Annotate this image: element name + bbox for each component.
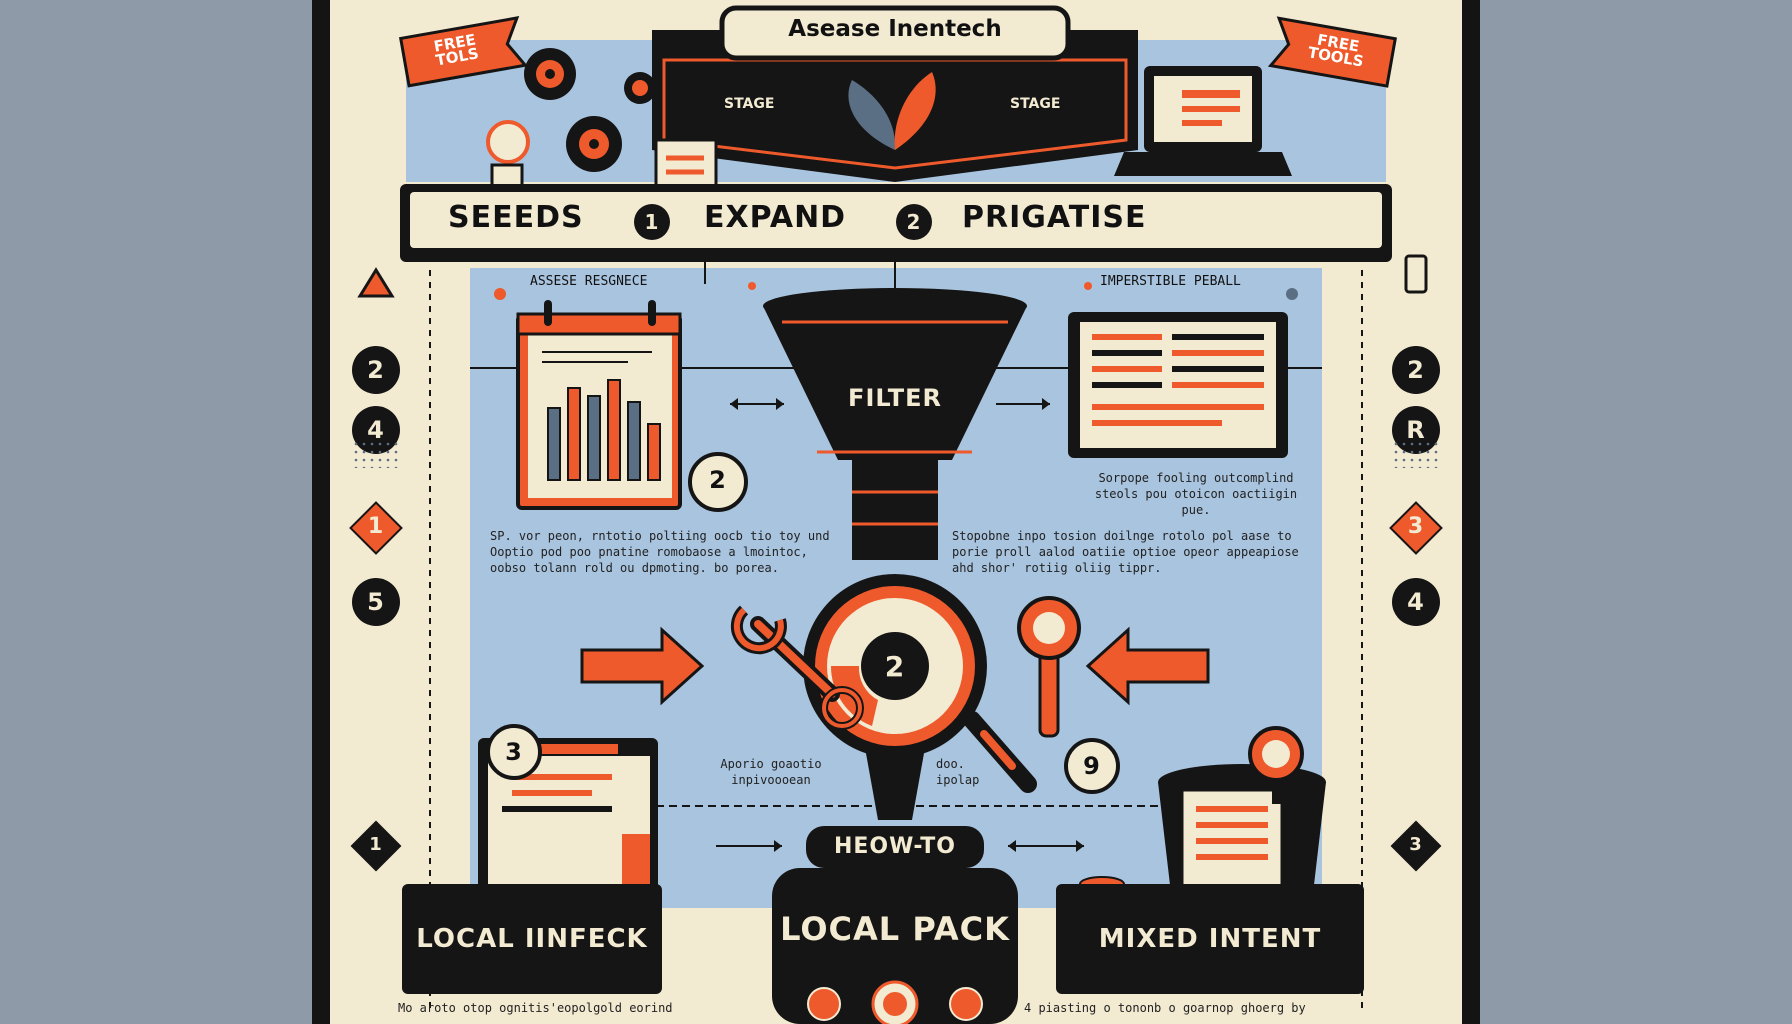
- leaf-icon: [848, 72, 936, 150]
- document-icon: [654, 138, 718, 194]
- mixed-intent-box: [1056, 884, 1364, 994]
- right-rail-badge: [1390, 820, 1442, 872]
- card-3-number: 3: [505, 738, 523, 766]
- filter-funnel: [763, 288, 1027, 820]
- stage-label-left: STAGE: [724, 96, 775, 112]
- wrench-icon: [730, 605, 912, 730]
- browser-card: [478, 738, 658, 898]
- stage-label-right: STAGE: [1010, 96, 1061, 112]
- left-rail-number: 1: [369, 834, 383, 855]
- stage-step-1: 1: [634, 204, 670, 240]
- header-title: Asease Inentech: [788, 16, 1002, 42]
- magnifier-icon: [1017, 596, 1081, 738]
- right-rail-number: R: [1406, 416, 1426, 444]
- left-rail-badge: [352, 578, 400, 626]
- left-rail-badge: [352, 346, 400, 394]
- left-rail-number: 4: [367, 416, 385, 444]
- local-pack-label: LOCAL PACK: [780, 910, 1010, 948]
- free-tools-ribbon-left: [398, 16, 529, 88]
- left-rail-number: 1: [367, 514, 385, 539]
- right-rail-badge: [1392, 578, 1440, 626]
- left-rail-number: 2: [367, 356, 385, 384]
- phone-icon: [1404, 254, 1428, 294]
- left-heading: ASSESE RESGNECE: [530, 274, 648, 289]
- right-body-text: Stopobne inpo tosion doilnge rotolo pol …: [952, 529, 1299, 575]
- arrow-left-icon: [1085, 626, 1210, 706]
- stage-step-2: 2: [896, 204, 932, 240]
- local-infeck-label: LOCAL IINFECK: [416, 924, 648, 954]
- left-badge-number: 2: [709, 466, 727, 494]
- title-banner: [719, 5, 1071, 61]
- gauge-magnifier: [803, 574, 1037, 793]
- right-rail-number: 4: [1407, 588, 1425, 616]
- bucket-icon: [1158, 726, 1326, 902]
- stage-expand: EXPAND: [704, 200, 847, 235]
- arrow-up-icon: [357, 267, 395, 298]
- right-rail-badge: [1392, 346, 1440, 394]
- right-rail-number: 2: [1407, 356, 1425, 384]
- illustration-layer: [349, 5, 1443, 1024]
- left-rail-number: 5: [367, 588, 385, 616]
- mixed-intent-label: MIXED INTENT: [1098, 924, 1322, 954]
- howto-label: HEOW-TO: [833, 834, 957, 859]
- arrow-right-icon: [580, 626, 705, 706]
- left-rail-badge: [350, 820, 402, 872]
- header-shield: [652, 30, 1138, 182]
- card-9-number: 9: [1083, 752, 1101, 780]
- filter-label: FILTER: [848, 384, 942, 412]
- location-pin-icon: [486, 120, 530, 189]
- stage-prioritise: PRIGATISE: [962, 200, 1147, 235]
- left-rail-badge: [349, 501, 403, 555]
- right-rail-number: 3: [1407, 514, 1425, 539]
- step-badge-9: [1064, 738, 1120, 794]
- stage-seeds: SEEEDS: [448, 200, 584, 235]
- right-rail-badge: [1389, 501, 1443, 555]
- gauge-number: 2: [884, 650, 906, 683]
- free-tools-ribbon-right: [1267, 16, 1397, 88]
- local-pack-box: [772, 868, 1018, 1024]
- gear-icon: [524, 48, 656, 172]
- mid-note-right: doo. ipolap: [936, 757, 980, 787]
- step-badge-3: [486, 724, 542, 780]
- right-heading: IMPERSTIBLE PEBALL: [1100, 274, 1241, 289]
- left-footer-text: Mo aroto otop ognitis'eopolgold eorind: [398, 1001, 673, 1015]
- right-rail-number: 3: [1409, 834, 1423, 855]
- right-caption: Sorpope fooling outcomplind steols pou o…: [1094, 471, 1298, 517]
- right-footer-text: 4 piasting o tononb o goarnop ghoerg by: [1024, 1001, 1306, 1015]
- howto-banner: [806, 826, 984, 868]
- dollar-icon: [807, 980, 983, 1024]
- article-card: [1068, 312, 1288, 458]
- left-body-text: SP. vor peon, rntotio poltiing oocb tio …: [490, 529, 830, 575]
- bar-chart-card: [516, 300, 682, 510]
- step-badge-2: [688, 452, 748, 512]
- local-infeck-box: [402, 884, 662, 994]
- mid-note-left: Aporio goaotio inpivoooean: [720, 757, 822, 787]
- double-arrow-icon: [716, 398, 1084, 852]
- infographic-poster: Asease Inentech STAGE STAGE FREE TOLS FR…: [312, 0, 1480, 1024]
- laptop-icon: [1114, 66, 1292, 176]
